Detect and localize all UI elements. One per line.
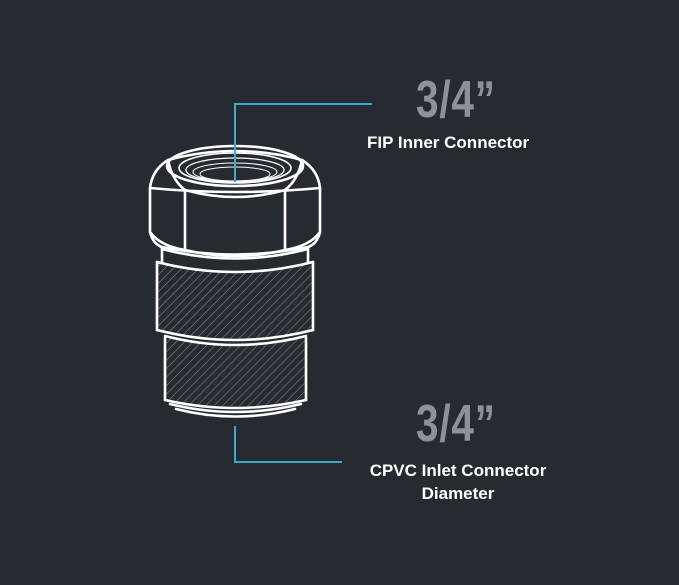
threaded-end [163, 336, 308, 418]
bottom-size-label: 3/4” [416, 395, 496, 453]
bottom-caption: CPVC Inlet Connector Diameter [360, 459, 556, 505]
bottom-caption-line1: CPVC Inlet Connector [369, 461, 547, 480]
hatched-sleeve [155, 260, 315, 347]
top-size-label: 3/4” [416, 71, 496, 129]
top-caption: FIP Inner Connector [367, 133, 530, 152]
bottom-caption-line2: Diameter [421, 484, 495, 503]
top-callout-line [234, 103, 372, 182]
hex-neck [160, 245, 310, 264]
bottom-callout-line [234, 426, 342, 463]
